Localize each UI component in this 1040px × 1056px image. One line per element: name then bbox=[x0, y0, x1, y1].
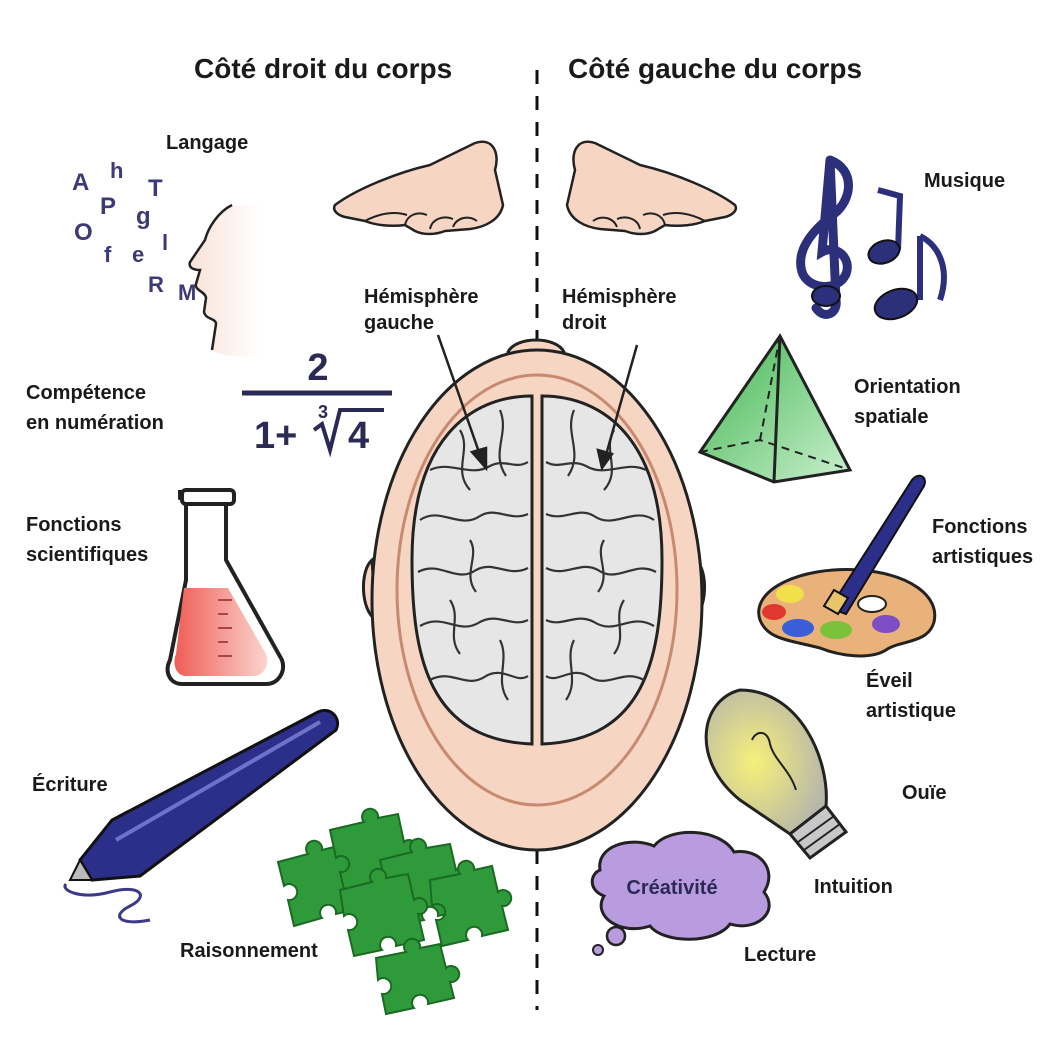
left-hand-illustration bbox=[565, 140, 738, 236]
numeracy-line2: en numération bbox=[26, 412, 164, 434]
light-bulb-illustration bbox=[704, 688, 849, 861]
right-hemisphere-line1: Hémisphère bbox=[562, 286, 677, 308]
writing-label: Écriture bbox=[32, 774, 108, 796]
spatial-label: Orientation spatiale bbox=[854, 372, 961, 432]
thought-cloud-illustration: Créativité bbox=[590, 830, 771, 956]
letter: e bbox=[132, 242, 144, 267]
left-body-side-title: Côté droit du corps bbox=[194, 53, 453, 84]
letter: R bbox=[148, 272, 164, 297]
reasoning-label: Raisonnement bbox=[180, 940, 318, 962]
formula-radicand: 4 bbox=[348, 415, 369, 457]
music-notes-illustration bbox=[796, 155, 947, 321]
puzzle-pieces-illustration bbox=[276, 807, 513, 1016]
letter: l bbox=[162, 230, 168, 255]
pen-illustration bbox=[63, 709, 339, 924]
reading-label: Lecture bbox=[744, 944, 817, 966]
right-hand-illustration bbox=[332, 140, 505, 236]
letter: T bbox=[148, 175, 163, 202]
hearing-label: Ouïe bbox=[902, 782, 947, 804]
formula-numerator: 2 bbox=[307, 347, 328, 389]
artistic-awareness-line1: Éveil bbox=[866, 670, 913, 692]
artistic-functions-line1: Fonctions bbox=[932, 516, 1028, 538]
letter: A bbox=[72, 169, 89, 196]
language-letters: A h T P g O l f e R M bbox=[72, 158, 196, 305]
science-line2: scientifiques bbox=[26, 544, 149, 566]
spatial-line1: Orientation bbox=[854, 376, 961, 398]
right-body-side-title: Côté gauche du corps bbox=[568, 53, 863, 84]
math-formula: 2 1+ 3 4 bbox=[242, 347, 392, 458]
letter: f bbox=[104, 242, 112, 267]
artistic-awareness-label: Éveil artistique bbox=[866, 666, 956, 726]
intuition-label: Intuition bbox=[814, 876, 893, 898]
formula-denominator: 1+ bbox=[254, 415, 297, 457]
formula-root-index: 3 bbox=[318, 402, 328, 422]
science-label: Fonctions scientifiques bbox=[26, 510, 148, 570]
numeracy-label: Compétence en numération bbox=[26, 378, 164, 438]
brain-illustration bbox=[410, 394, 664, 746]
palette-illustration bbox=[757, 474, 937, 658]
right-hemisphere-line2: droit bbox=[562, 312, 607, 334]
artistic-awareness-line2: artistique bbox=[866, 700, 957, 722]
right-hemisphere-arrow bbox=[604, 344, 639, 456]
spatial-line2: spatiale bbox=[854, 406, 929, 428]
science-line1: Fonctions bbox=[26, 514, 122, 536]
letter: h bbox=[110, 158, 123, 183]
left-hemisphere-label: Hémisphère gauche bbox=[364, 282, 479, 338]
numeracy-line1: Compétence bbox=[26, 382, 147, 404]
letter: g bbox=[136, 203, 151, 230]
letter: M bbox=[178, 280, 196, 305]
letter: P bbox=[100, 193, 116, 220]
flask-illustration bbox=[165, 488, 285, 686]
creativity-label: Créativité bbox=[626, 877, 717, 899]
prism-illustration bbox=[697, 333, 853, 484]
left-hemisphere-line2: gauche bbox=[364, 312, 435, 334]
left-hemisphere-line1: Hémisphère bbox=[364, 286, 479, 308]
artistic-functions-line2: artistiques bbox=[932, 546, 1034, 568]
letter: O bbox=[74, 219, 93, 246]
artistic-functions-label: Fonctions artistiques bbox=[932, 512, 1040, 572]
language-label: Langage bbox=[166, 132, 249, 154]
right-hemisphere-label: Hémisphère droit bbox=[562, 282, 677, 338]
music-label: Musique bbox=[924, 170, 1006, 192]
left-hemisphere-arrow bbox=[436, 334, 482, 456]
hemisphere-arrows bbox=[436, 334, 639, 472]
face-profile-illustration bbox=[188, 203, 260, 357]
